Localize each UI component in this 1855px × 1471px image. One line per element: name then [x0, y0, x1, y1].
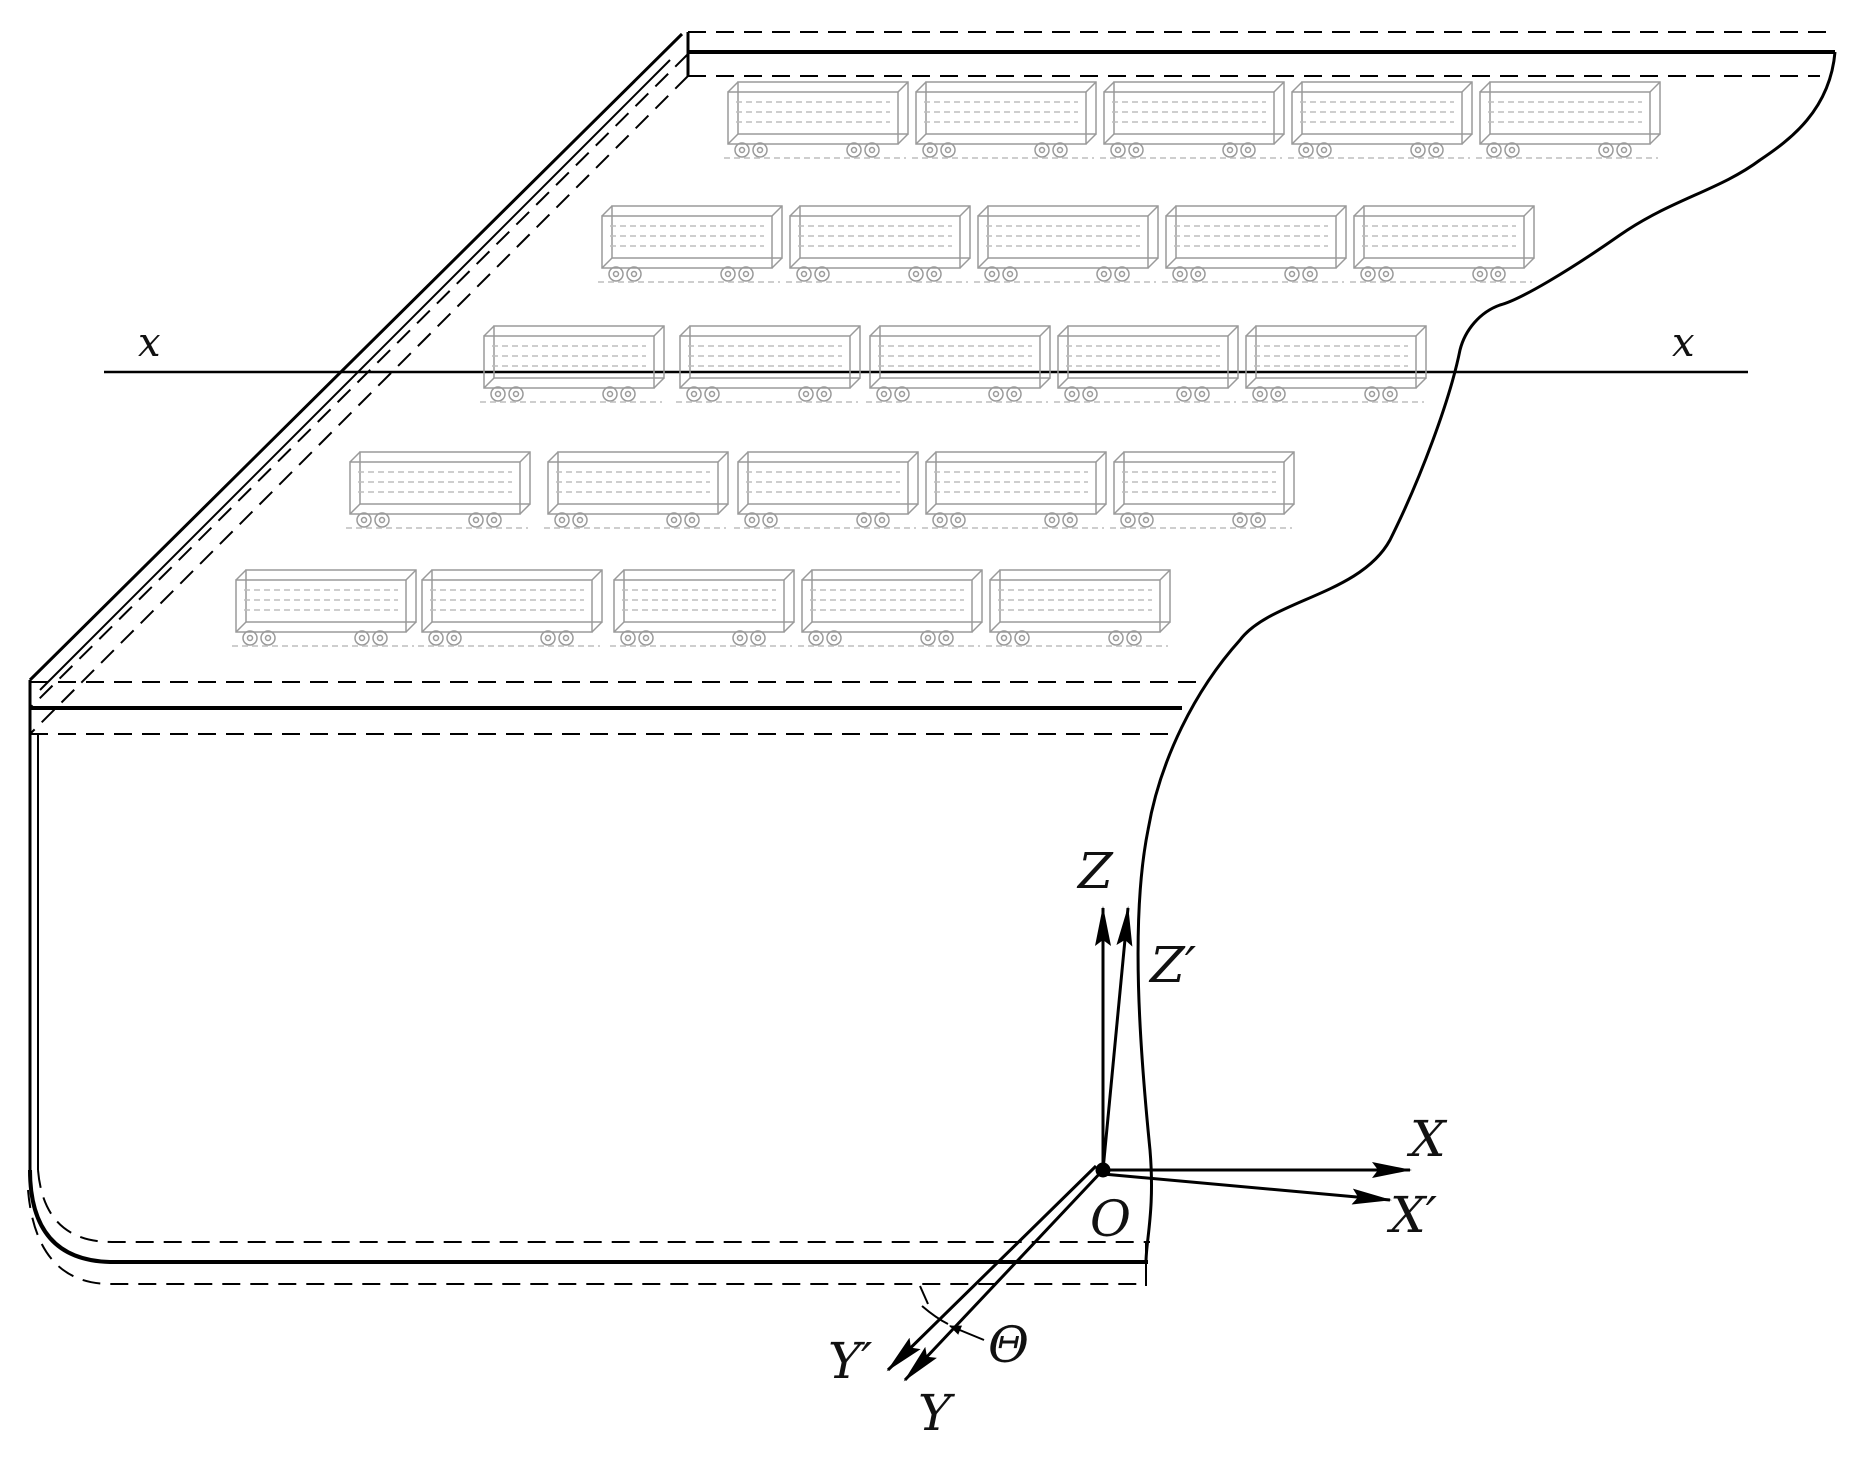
wagon — [346, 451, 531, 529]
label-z: Z — [1076, 842, 1114, 900]
wagon — [922, 451, 1107, 529]
deck-left-edge-dash-b — [29, 75, 689, 735]
wagon — [1288, 81, 1473, 159]
angle-arc — [921, 1305, 949, 1325]
ship-hull-outline — [27, 31, 1837, 1286]
y-axis — [903, 1168, 1105, 1382]
z-prime-axis — [1101, 906, 1133, 1171]
x-prime-axis — [1102, 1172, 1392, 1205]
wagon — [1110, 451, 1295, 529]
wagon — [610, 569, 795, 647]
wagon — [724, 81, 909, 159]
coordinate-axes — [886, 906, 1412, 1382]
y-prime-axis — [886, 1164, 1098, 1372]
deck-left-edge — [28, 32, 684, 682]
wagon — [480, 325, 665, 403]
wagon — [798, 569, 983, 647]
wagon — [786, 205, 971, 283]
label-y-prime: Y′ — [828, 1332, 873, 1390]
wagon — [544, 451, 729, 529]
wagon — [912, 81, 1097, 159]
section-label-left: x — [138, 320, 161, 366]
section-cut-curve — [1136, 51, 1837, 1263]
angle-pointer — [949, 1325, 985, 1341]
wagon — [734, 451, 919, 529]
wagon — [986, 569, 1171, 647]
label-x: X — [1406, 1110, 1448, 1168]
hull-bilge-curve-dash-outer — [27, 1189, 1146, 1285]
label-y: Y — [918, 1384, 955, 1442]
angle-tick — [919, 1285, 929, 1305]
wagon — [418, 569, 603, 647]
wagon — [1350, 205, 1535, 283]
wagon-grid — [232, 81, 1661, 647]
hull-bilge-curve — [28, 1169, 1148, 1264]
wagon — [1100, 81, 1285, 159]
wagon — [974, 205, 1159, 283]
wagon — [598, 205, 783, 283]
wagon — [676, 325, 861, 403]
label-x-prime: X′ — [1386, 1186, 1438, 1244]
label-angle: Θ — [988, 1316, 1029, 1374]
deck-left-edge-dash-a — [29, 53, 689, 709]
wagon — [1242, 325, 1427, 403]
origin-point — [1095, 1162, 1111, 1178]
wagon — [1054, 325, 1239, 403]
deck-left-edge-inner — [39, 59, 671, 691]
section-label-right: x — [1672, 320, 1695, 366]
wagon — [866, 325, 1051, 403]
wagon — [1162, 205, 1347, 283]
label-origin: O — [1090, 1190, 1131, 1248]
label-z-prime: Z′ — [1148, 936, 1197, 994]
hull-bilge-curve-dash-inner — [37, 1169, 1150, 1243]
section-line-group: x x — [104, 320, 1748, 374]
wagon — [1476, 81, 1661, 159]
wagon — [232, 569, 417, 647]
